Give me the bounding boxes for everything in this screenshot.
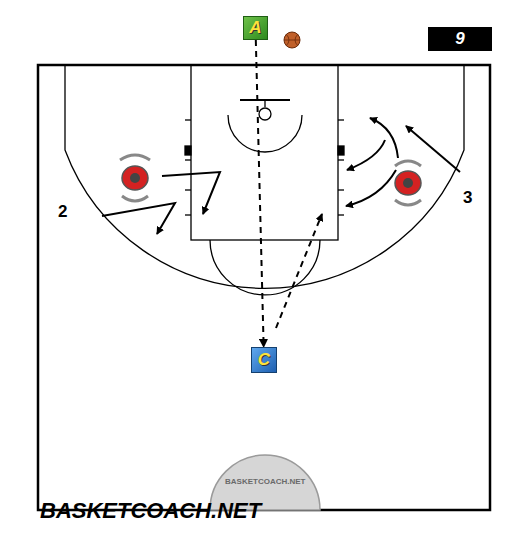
player-icon: C [251, 347, 277, 373]
movement-arrows [102, 118, 460, 328]
player-number: 2 [58, 203, 67, 220]
logo-text: BASKETCOACH.NET [40, 500, 261, 522]
court-markings [65, 65, 464, 295]
pass-line [256, 40, 264, 347]
node-text: A [249, 18, 261, 38]
defender-left [120, 155, 150, 201]
court-lines [38, 65, 490, 510]
ball [284, 32, 300, 48]
player-icon: A [243, 16, 268, 40]
watermark: BASKETCOACH.NET [225, 478, 305, 486]
node-text: C [258, 350, 270, 370]
step-number: 9 [428, 27, 492, 51]
defender-right [395, 161, 421, 205]
node-text: 9 [455, 29, 464, 49]
player-number: 3 [463, 189, 472, 206]
